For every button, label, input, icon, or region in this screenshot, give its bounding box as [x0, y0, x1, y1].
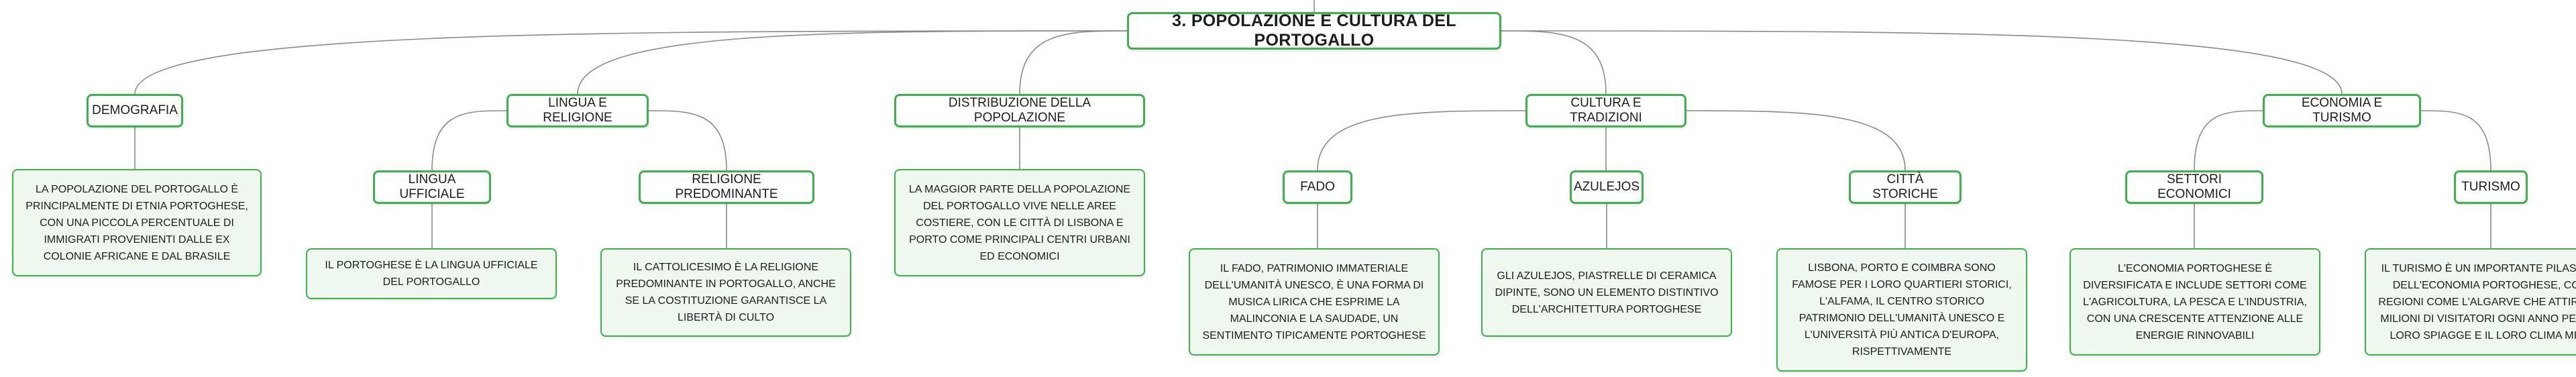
edge-root-economia — [1501, 30, 2343, 95]
topic-azulejos[interactable]: AZULEJOS — [1570, 170, 1644, 204]
edge-settori — [2194, 110, 2263, 171]
topic-settori-economici[interactable]: SETTORI ECONOMICI — [2125, 170, 2263, 204]
desc-turismo[interactable]: IL TURISMO È UN IMPORTANTE PILASTRO DELL… — [2365, 248, 2576, 356]
branch-demografia[interactable]: DEMOGRAFIA — [87, 94, 183, 127]
topic-turismo[interactable]: TURISMO — [2454, 170, 2528, 204]
topic-lingua-ufficiale[interactable]: LINGUA UFFICIALE — [373, 170, 491, 204]
edge-fado — [1317, 110, 1526, 171]
edge-root-demografia — [134, 30, 1128, 95]
edge-root-lingua — [577, 30, 1128, 95]
desc-distribuzione-della-popolazione[interactable]: LA MAGGIOR PARTE DELLA POPOLAZIONE DEL P… — [894, 169, 1145, 276]
desc-fado[interactable]: IL FADO, PATRIMONIO IMMATERIALE DELL'UMA… — [1189, 248, 1440, 356]
edge-citta — [1686, 110, 1906, 171]
edge-religione — [648, 110, 727, 171]
desc-demografia[interactable]: LA POPOLAZIONE DEL PORTOGALLO È PRINCIPA… — [12, 169, 262, 276]
desc-settori-economici[interactable]: L'ECONOMIA PORTOGHESE È DIVERSIFICATA E … — [2070, 248, 2320, 356]
topic-citta-storiche[interactable]: CITTÀ STORICHE — [1849, 170, 1962, 204]
edge-root-cultura — [1501, 30, 1607, 95]
desc-azulejos[interactable]: GLI AZULEJOS, PIASTRELLE DI CERAMICA DIP… — [1481, 248, 1732, 337]
branch-lingua-e-religione[interactable]: LINGUA E RELIGIONE — [506, 94, 649, 127]
edge-lingua-ufficiale — [431, 110, 507, 171]
branch-distribuzione-della-popolazione[interactable]: DISTRIBUZIONE DELLA POPOLAZIONE — [894, 94, 1145, 127]
desc-religione-predominante[interactable]: IL CATTOLICESIMO È LA RELIGIONE PREDOMIN… — [600, 248, 851, 337]
edge-root-distribuzione — [1019, 30, 1128, 95]
branch-cultura-e-tradizioni[interactable]: CULTURA E TRADIZIONI — [1525, 94, 1686, 127]
topic-religione-predominante[interactable]: RELIGIONE PREDOMINANTE — [639, 170, 814, 204]
edge-turismo — [2420, 110, 2491, 171]
desc-citta-storiche[interactable]: LISBONA, PORTO E COIMBRA SONO FAMOSE PER… — [1776, 248, 2027, 372]
desc-lingua-ufficiale[interactable]: IL PORTOGHESE È LA LINGUA UFFICIALE DEL … — [306, 248, 557, 299]
topic-fado[interactable]: FADO — [1283, 170, 1352, 204]
branch-economia-e-turismo[interactable]: ECONOMIA E TURISMO — [2263, 94, 2421, 127]
root-topic[interactable]: 3. POPOLAZIONE E CULTURA DEL PORTOGALLO — [1127, 11, 1501, 50]
